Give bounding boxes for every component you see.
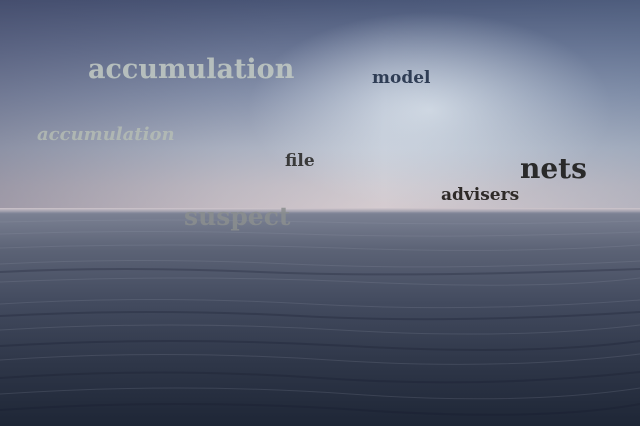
sky-background bbox=[0, 0, 640, 212]
horizon-line bbox=[0, 208, 640, 214]
word-nets: nets bbox=[520, 152, 587, 185]
word-model: model bbox=[372, 68, 431, 88]
word-file: file bbox=[285, 151, 315, 171]
sea-ripples bbox=[0, 219, 640, 416]
word-accumulation-large: accumulation bbox=[88, 54, 295, 85]
sky-shading bbox=[0, 0, 640, 212]
word-advisers: advisers bbox=[441, 185, 520, 205]
word-accumulation-small: accumulation bbox=[37, 124, 175, 145]
sea-background bbox=[0, 212, 640, 426]
word-suspect: suspect bbox=[184, 202, 291, 231]
